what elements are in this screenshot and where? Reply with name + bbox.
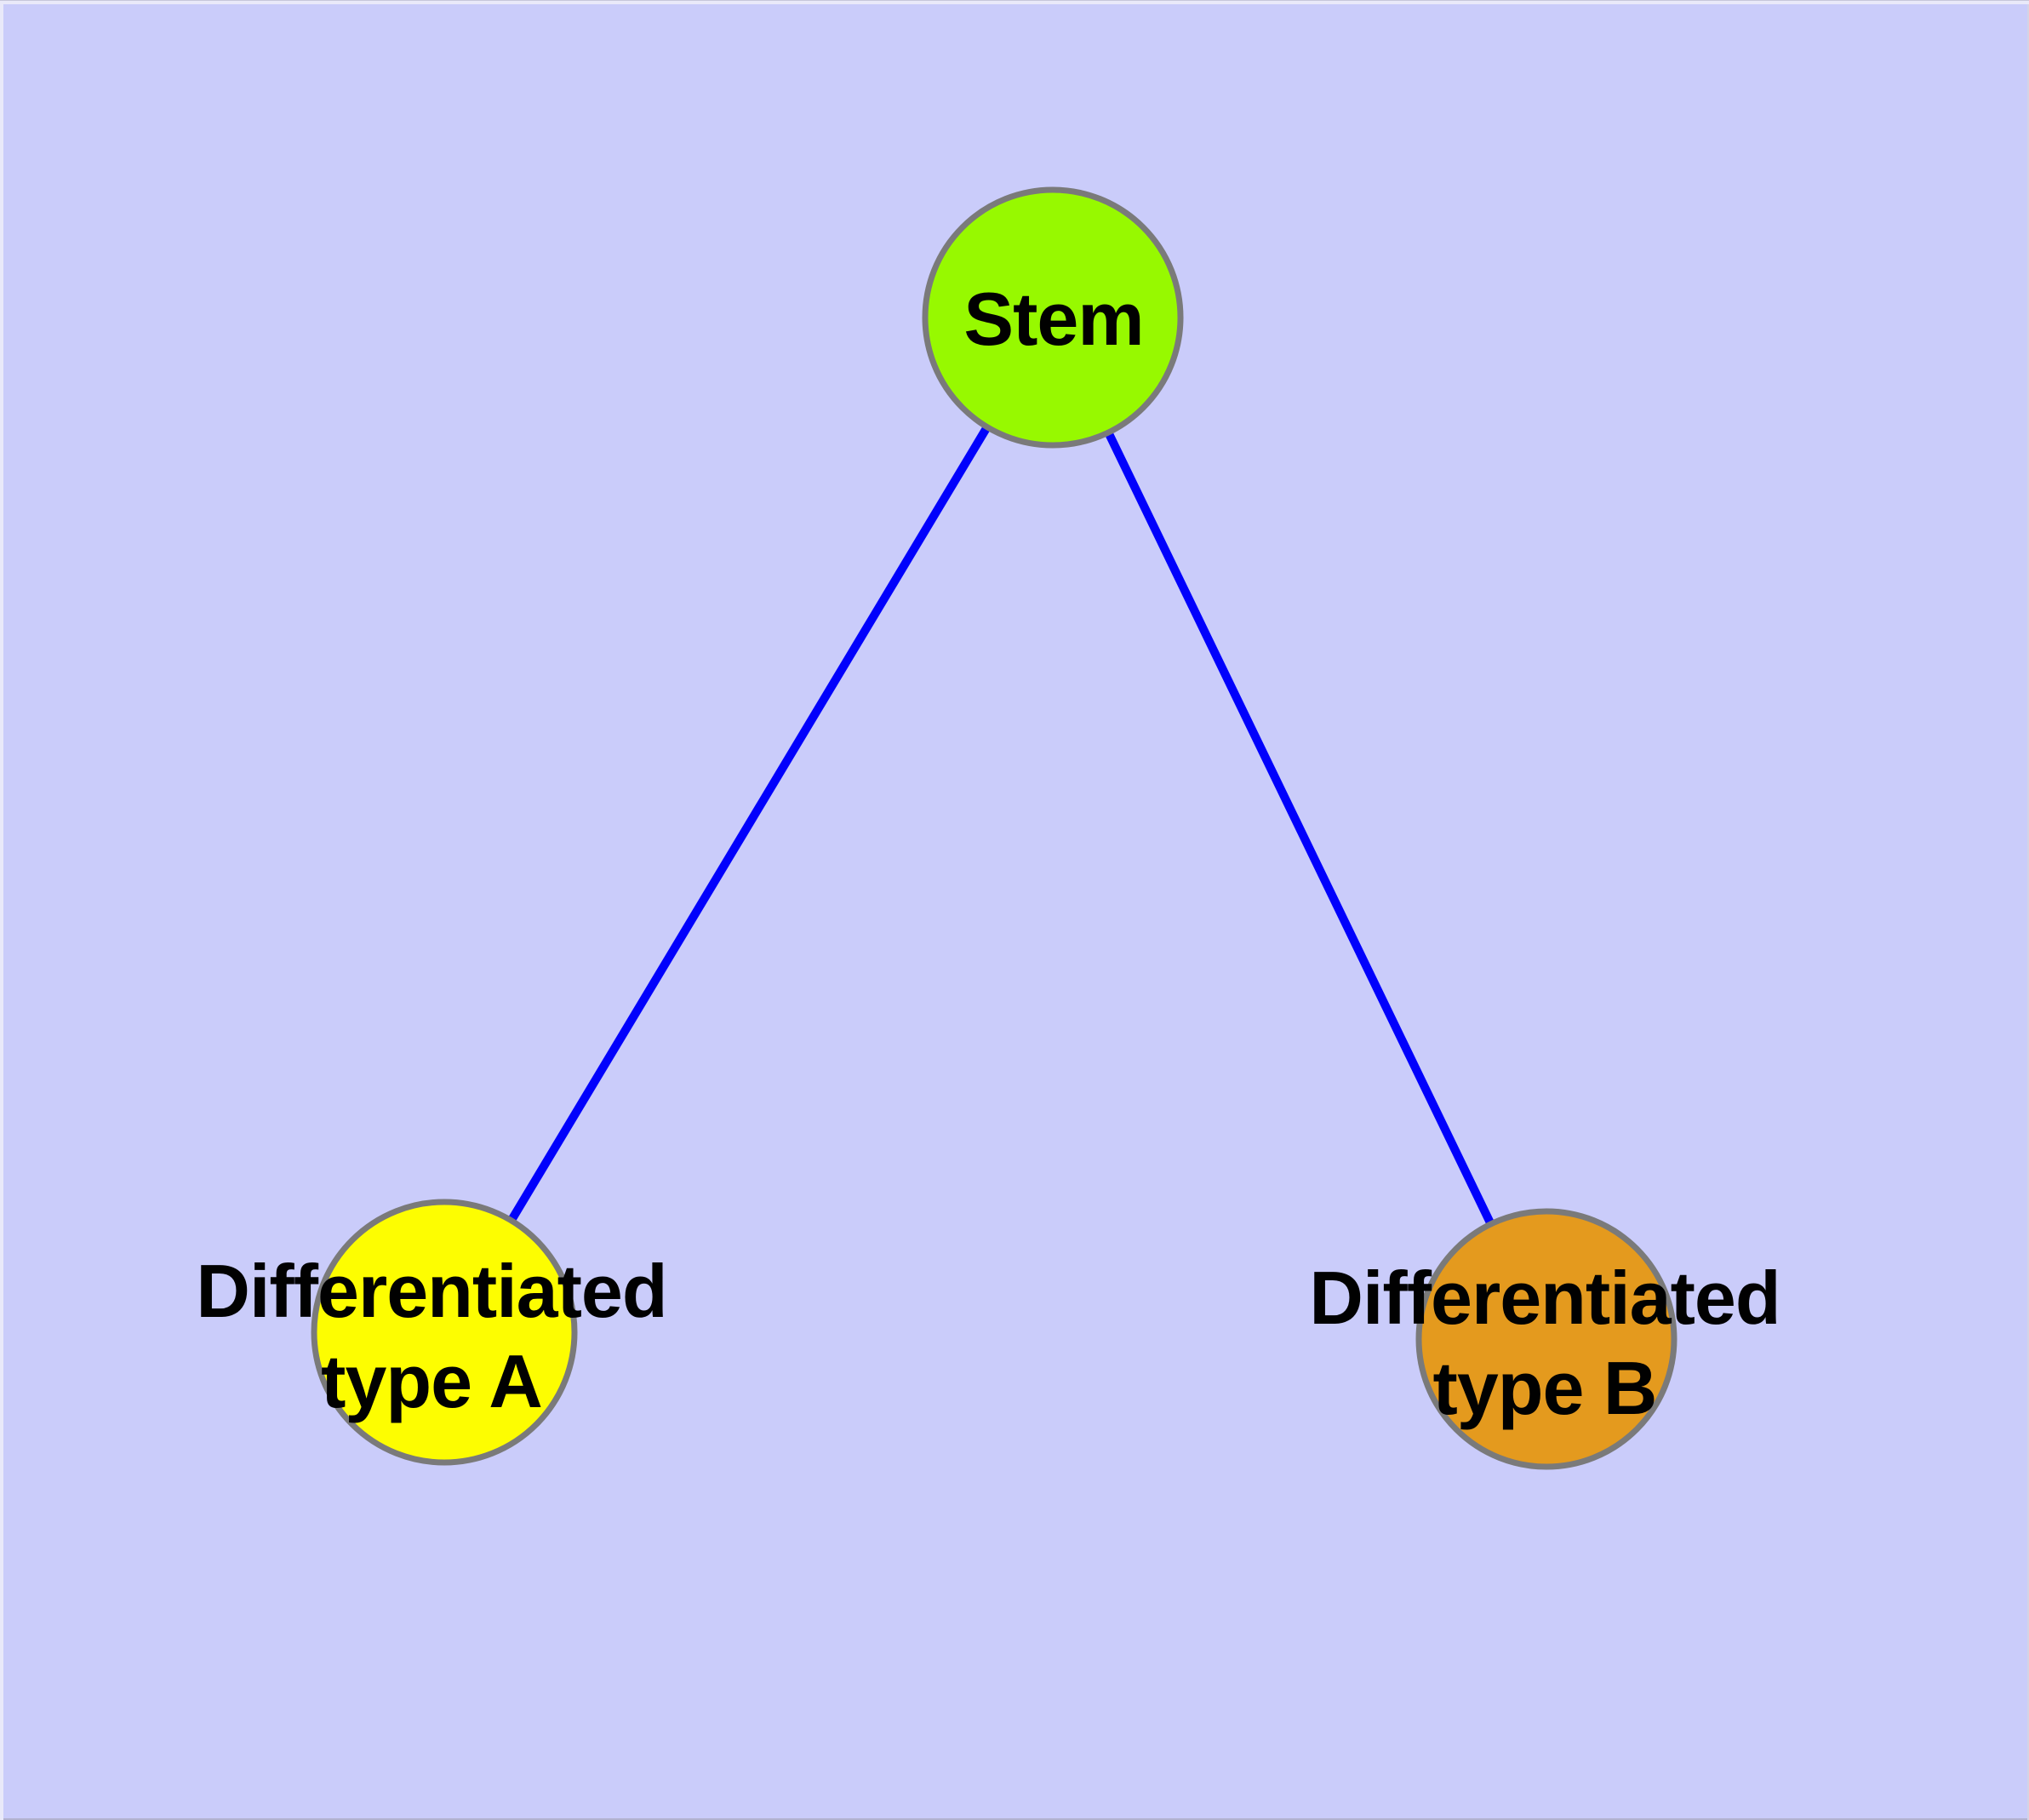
edge-stem-to-type-b <box>1049 315 1551 1342</box>
node-type-a-label-line2: type A <box>321 1339 543 1423</box>
node-type-a-label-line1: Differentiated <box>196 1249 667 1333</box>
node-type-b-circle <box>1415 1208 1677 1470</box>
node-stem-label-text: Stem <box>963 277 1144 361</box>
node-type-b-label-line2: type B <box>1432 1346 1658 1430</box>
node-type-a-label: Differentiated type A <box>196 1246 667 1427</box>
node-stem-label: Stem <box>963 274 1144 364</box>
node-type-b-label: Differentiated type B <box>1309 1253 1780 1434</box>
node-stem-circle <box>922 186 1184 449</box>
node-type-a-circle <box>311 1199 578 1466</box>
node-type-b-label-line1: Differentiated <box>1309 1256 1780 1340</box>
edge-stem-to-type-a <box>440 315 1057 1335</box>
